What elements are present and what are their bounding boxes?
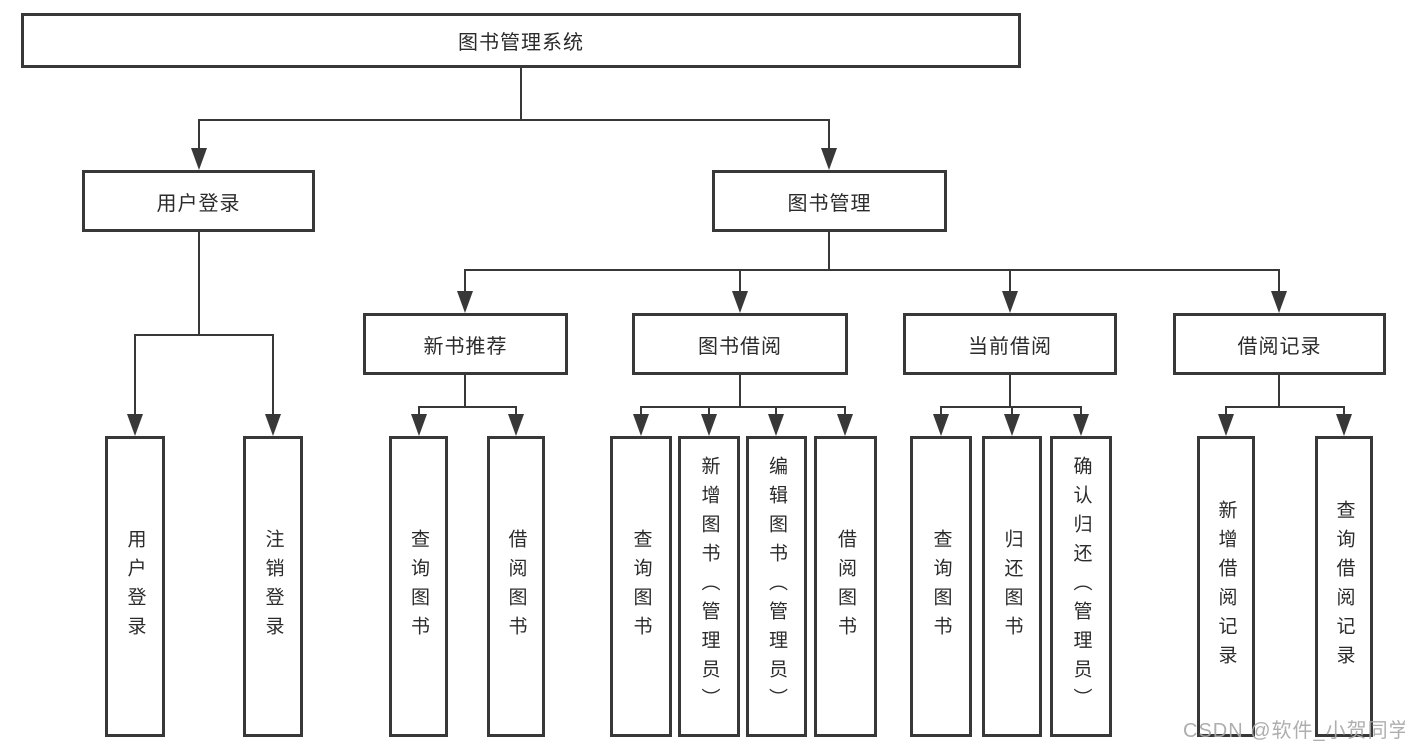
connector-drop-leaf [775, 406, 777, 416]
node-book-borrowing: 图书借阅 [632, 313, 848, 375]
connector-drop-leaf [418, 406, 420, 416]
node-current-borrowing-label: 当前借阅 [968, 335, 1052, 358]
leaf-nb-query-books-label: 查询图书 [408, 528, 429, 645]
arrowhead-down-icon [1004, 414, 1020, 436]
connector-drop-leaf [1343, 406, 1345, 416]
leaf-cb-query-books: 查询图书 [910, 436, 972, 737]
arrowhead-down-icon [933, 414, 949, 436]
leaf-bb-add-books-admin: 新增图书（管理员） [678, 436, 740, 737]
node-borrowing-records: 借阅记录 [1173, 313, 1386, 375]
connector-bb-hbar [640, 406, 846, 408]
arrowhead-down-icon [127, 414, 143, 436]
leaf-nb-borrow-books-label: 借阅图书 [505, 528, 527, 645]
connector-drop-l3 [464, 269, 466, 293]
arrowhead-down-icon [837, 414, 853, 436]
leaf-logout: 注销登录 [243, 436, 303, 737]
connector-drop-book-mgmt [828, 119, 830, 150]
connector-drop-leaf [708, 406, 710, 416]
connector-drop-l3 [1009, 269, 1011, 293]
arrowhead-down-icon [1073, 414, 1089, 436]
leaf-br-add-record: 新增借阅记录 [1197, 436, 1255, 737]
connector-drop-leaf [134, 334, 136, 416]
leaf-bb-add-books-admin-label: 新增图书（管理员） [698, 456, 720, 717]
connector-user-login-stub [198, 232, 200, 336]
node-root-label: 图书管理系统 [458, 32, 584, 54]
leaf-bb-query-books-label: 查询图书 [630, 528, 652, 645]
connector-br-stub [1278, 375, 1280, 408]
arrowhead-down-icon [265, 414, 281, 436]
leaf-bb-borrow-books-label: 借阅图书 [835, 528, 856, 645]
leaf-bb-edit-books-admin: 编辑图书（管理员） [746, 436, 807, 737]
leaf-bb-edit-books-admin-label: 编辑图书（管理员） [766, 456, 787, 717]
leaf-cb-confirm-return-admin-label: 确认归还（管理员） [1070, 456, 1092, 717]
leaf-bb-query-books: 查询图书 [610, 436, 672, 737]
node-root-library-system: 图书管理系统 [21, 13, 1021, 68]
connector-drop-leaf [844, 406, 846, 416]
csdn-watermark: CSDN @软件_小贺同学 [1183, 720, 1405, 742]
node-current-borrowing: 当前借阅 [903, 313, 1117, 375]
node-new-book-recommend-label: 新书推荐 [423, 335, 508, 358]
leaf-cb-return-books: 归还图书 [982, 436, 1042, 737]
arrowhead-down-icon [633, 414, 649, 436]
connector-root-stub [520, 68, 522, 120]
connector-drop-l3 [739, 269, 741, 293]
connector-book-mgmt-stub [828, 232, 830, 271]
connector-cb-stub [1009, 375, 1011, 408]
leaf-br-add-record-label: 新增借阅记录 [1215, 499, 1237, 674]
node-new-book-recommend: 新书推荐 [363, 313, 568, 375]
connector-drop-leaf [940, 406, 942, 416]
connector-l2-hbar [198, 119, 830, 121]
connector-l3-hbar [465, 269, 1280, 271]
connector-bb-stub [739, 375, 741, 408]
leaf-cb-confirm-return-admin: 确认归还（管理员） [1050, 436, 1112, 737]
connector-user-login-hbar [134, 334, 274, 336]
leaf-cb-return-books-label: 归还图书 [1001, 528, 1023, 645]
leaf-nb-borrow-books: 借阅图书 [487, 436, 545, 737]
leaf-cb-query-books-label: 查询图书 [930, 528, 952, 645]
arrowhead-down-icon [768, 414, 784, 436]
arrowhead-down-icon [411, 414, 427, 436]
connector-drop-leaf [1080, 406, 1082, 416]
node-book-management: 图书管理 [712, 170, 947, 232]
connector-nb-stub [464, 375, 466, 408]
leaf-bb-borrow-books: 借阅图书 [814, 436, 877, 737]
arrowhead-down-icon [508, 414, 524, 436]
leaf-nb-query-books: 查询图书 [389, 436, 448, 737]
node-book-management-label: 图书管理 [787, 192, 872, 215]
arrowhead-down-icon [732, 291, 748, 313]
node-user-login-label: 用户登录 [156, 192, 241, 215]
arrowhead-down-icon [701, 414, 717, 436]
arrowhead-down-icon [1336, 414, 1352, 436]
node-book-borrowing-label: 图书借阅 [698, 335, 782, 358]
arrowhead-down-icon [1002, 291, 1018, 313]
connector-drop-leaf [640, 406, 642, 416]
connector-drop-leaf [272, 334, 274, 416]
leaf-br-query-record: 查询借阅记录 [1315, 436, 1373, 737]
connector-drop-leaf [1011, 406, 1013, 416]
leaf-user-login: 用户登录 [105, 436, 165, 737]
connector-drop-leaf [515, 406, 517, 416]
arrowhead-down-icon [1271, 291, 1287, 313]
arrowhead-down-icon [457, 291, 473, 313]
leaf-user-login-label: 用户登录 [124, 528, 146, 645]
connector-br-hbar [1225, 406, 1345, 408]
node-borrowing-records-label: 借阅记录 [1237, 335, 1322, 358]
connector-drop-user-login [198, 119, 200, 150]
connector-drop-leaf [1225, 406, 1227, 416]
arrowhead-down-icon [821, 148, 837, 170]
connector-drop-l3 [1278, 269, 1280, 293]
leaf-br-query-record-label: 查询借阅记录 [1333, 499, 1355, 674]
arrowhead-down-icon [191, 148, 207, 170]
leaf-logout-label: 注销登录 [262, 528, 284, 645]
node-user-login: 用户登录 [82, 170, 315, 232]
connector-nb-hbar [418, 406, 517, 408]
arrowhead-down-icon [1218, 414, 1234, 436]
